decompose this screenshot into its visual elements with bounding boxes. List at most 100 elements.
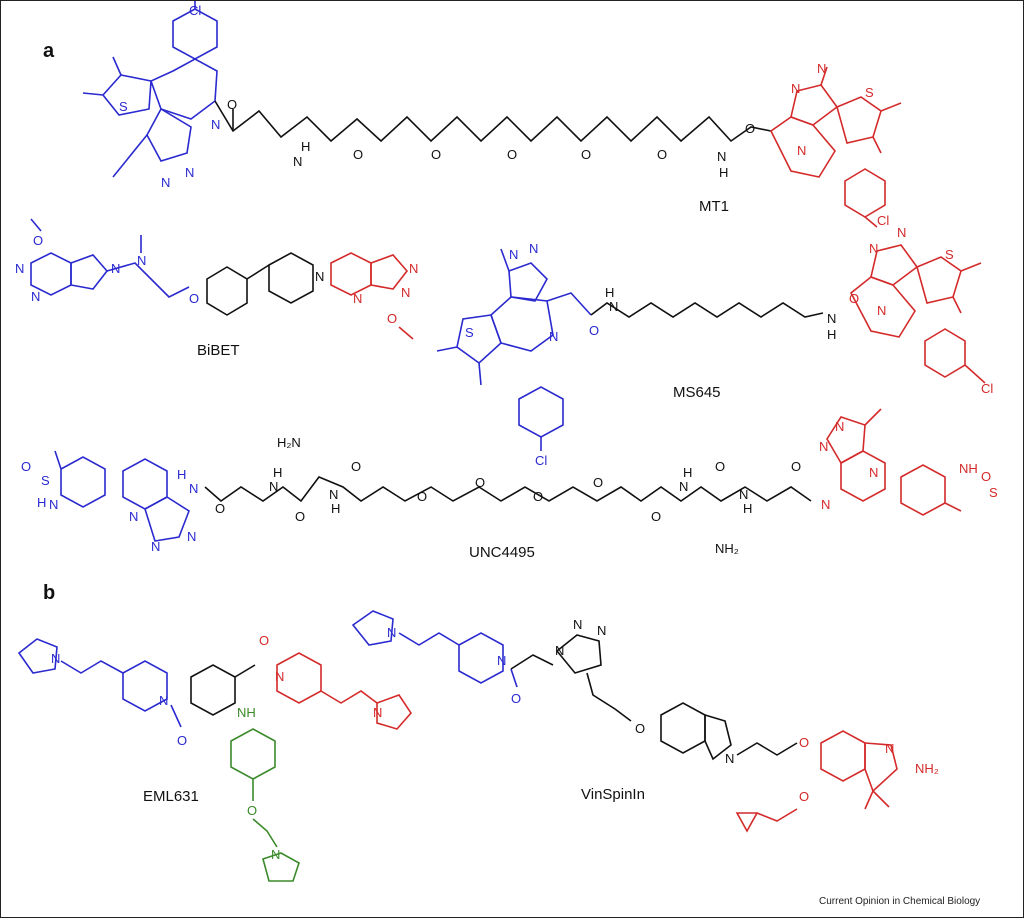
svg-text:N: N <box>129 509 138 524</box>
svg-text:N: N <box>187 529 196 544</box>
svg-text:NH₂: NH₂ <box>915 761 939 776</box>
svg-text:N: N <box>739 487 748 502</box>
svg-text:O: O <box>593 475 603 490</box>
svg-text:N: N <box>189 481 198 496</box>
svg-text:O: O <box>417 489 427 504</box>
svg-text:NH₂: NH₂ <box>715 541 739 556</box>
svg-text:O: O <box>507 147 517 162</box>
svg-text:H: H <box>719 165 728 180</box>
svg-text:N: N <box>49 497 58 512</box>
svg-text:H: H <box>827 327 836 342</box>
svg-text:O: O <box>353 147 363 162</box>
svg-text:Cl: Cl <box>189 3 201 18</box>
svg-text:O: O <box>259 633 269 648</box>
svg-text:N: N <box>509 247 518 262</box>
structure-eml631: N N O O N N NH O N <box>17 633 413 882</box>
structure-mt1: Cl S N N N O H N O O O O O N H O <box>82 1 902 228</box>
svg-text:O: O <box>215 501 225 516</box>
panel-label-a: a <box>43 40 55 62</box>
svg-text:S: S <box>989 485 998 500</box>
svg-text:Cl: Cl <box>981 381 993 396</box>
svg-text:O: O <box>981 469 991 484</box>
svg-text:O: O <box>657 147 667 162</box>
svg-text:O: O <box>849 291 859 306</box>
svg-text:O: O <box>511 691 521 706</box>
svg-text:Cl: Cl <box>877 213 889 228</box>
svg-text:H: H <box>331 501 340 516</box>
svg-text:H₂N: H₂N <box>277 435 301 450</box>
svg-text:N: N <box>409 261 418 276</box>
svg-text:N: N <box>869 241 878 256</box>
svg-text:O: O <box>21 459 31 474</box>
svg-text:O: O <box>715 459 725 474</box>
svg-text:O: O <box>799 789 809 804</box>
svg-text:O: O <box>387 311 397 326</box>
svg-text:O: O <box>177 733 187 748</box>
svg-text:N: N <box>877 303 886 318</box>
structure-unc4495: S O H N N N N H N O H N O H₂N H N O O O … <box>21 408 998 556</box>
svg-text:N: N <box>185 165 194 180</box>
svg-text:N: N <box>159 693 168 708</box>
svg-text:N: N <box>387 625 396 640</box>
svg-text:O: O <box>351 459 361 474</box>
compound-label-ms645: MS645 <box>673 384 721 401</box>
svg-text:S: S <box>41 473 50 488</box>
svg-text:N: N <box>315 269 324 284</box>
svg-text:N: N <box>717 149 726 164</box>
svg-text:N: N <box>791 81 800 96</box>
svg-text:O: O <box>295 509 305 524</box>
svg-text:S: S <box>465 325 474 340</box>
svg-text:O: O <box>227 97 237 112</box>
svg-text:O: O <box>589 323 599 338</box>
svg-text:N: N <box>31 289 40 304</box>
svg-text:O: O <box>651 509 661 524</box>
svg-text:H: H <box>605 285 614 300</box>
svg-text:O: O <box>533 489 543 504</box>
svg-text:N: N <box>885 741 894 756</box>
svg-text:N: N <box>373 705 382 720</box>
svg-text:H: H <box>743 501 752 516</box>
svg-text:N: N <box>555 643 564 658</box>
svg-text:S: S <box>119 99 128 114</box>
compound-label-vinspinin: VinSpinIn <box>581 786 645 803</box>
svg-text:H: H <box>273 465 282 480</box>
svg-text:NH: NH <box>959 461 978 476</box>
compound-label-bibet: BiBET <box>197 342 240 359</box>
svg-text:N: N <box>51 651 60 666</box>
svg-text:O: O <box>791 459 801 474</box>
svg-text:O: O <box>33 233 43 248</box>
svg-text:N: N <box>211 117 220 132</box>
compound-label-mt1: MT1 <box>699 198 729 215</box>
svg-text:N: N <box>679 479 688 494</box>
svg-text:O: O <box>581 147 591 162</box>
structure-vinspinin: N N O N N N O N O N NH₂ O <box>351 610 939 833</box>
compound-label-eml631: EML631 <box>143 788 199 805</box>
svg-text:O: O <box>189 291 199 306</box>
svg-text:Cl: Cl <box>535 453 547 468</box>
svg-text:O: O <box>431 147 441 162</box>
svg-text:N: N <box>275 669 284 684</box>
svg-text:H: H <box>177 467 186 482</box>
panel-label-b: b <box>43 582 55 604</box>
svg-text:N: N <box>401 285 410 300</box>
svg-text:S: S <box>865 85 874 100</box>
svg-text:O: O <box>247 803 257 818</box>
svg-text:N: N <box>821 497 830 512</box>
svg-text:N: N <box>797 143 806 158</box>
svg-text:NH: NH <box>237 705 256 720</box>
svg-text:N: N <box>269 479 278 494</box>
compound-label-unc4495: UNC4495 <box>469 544 535 561</box>
svg-text:N: N <box>819 439 828 454</box>
svg-text:H: H <box>683 465 692 480</box>
svg-text:N: N <box>597 623 606 638</box>
svg-text:O: O <box>799 735 809 750</box>
svg-text:N: N <box>609 299 618 314</box>
svg-text:N: N <box>137 253 146 268</box>
svg-text:N: N <box>497 653 506 668</box>
svg-text:N: N <box>15 261 24 276</box>
svg-text:N: N <box>827 311 836 326</box>
svg-text:N: N <box>817 61 826 76</box>
svg-text:O: O <box>475 475 485 490</box>
